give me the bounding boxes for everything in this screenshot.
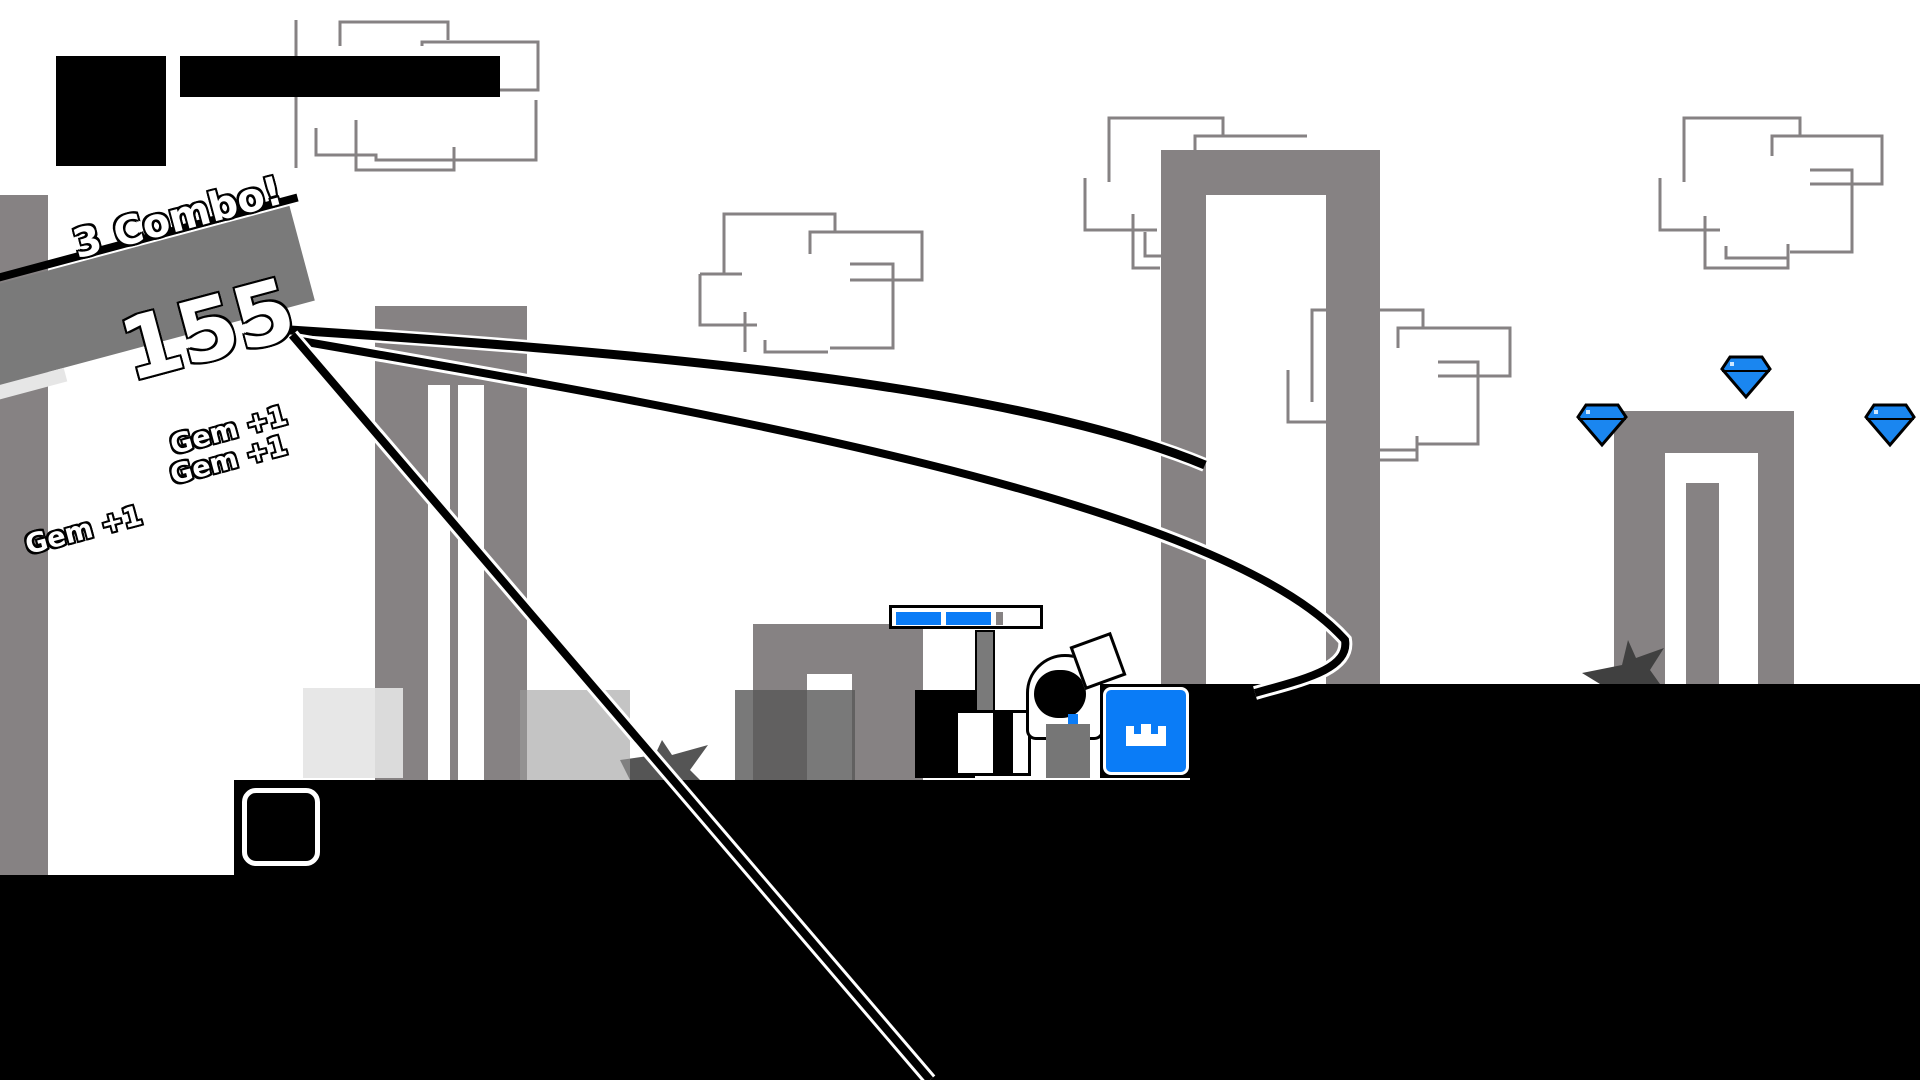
cloud-center — [698, 212, 924, 354]
cloud-big-arch-lower — [1286, 308, 1512, 462]
gem-icon — [1720, 355, 1772, 400]
gem-icon — [1576, 403, 1628, 448]
crown-block — [1100, 684, 1192, 778]
empty-block — [237, 783, 325, 871]
tower-gap — [428, 385, 450, 780]
portrait-slot — [56, 56, 166, 166]
cloud-big-arch — [1083, 116, 1307, 270]
crown-icon — [1126, 724, 1166, 746]
tower-gap-2 — [458, 385, 484, 780]
ground-upper — [1190, 684, 1920, 1080]
right-arch-post — [1686, 483, 1719, 684]
player-health-bar — [889, 605, 1043, 629]
jester-enemy — [915, 630, 1050, 780]
enemy-afterimage-dark — [735, 690, 855, 780]
cloud-top-left — [294, 20, 540, 172]
spiky-plant-icon — [1582, 640, 1664, 684]
cloud-top-right — [1658, 116, 1884, 270]
health-segment-2 — [946, 612, 991, 625]
health-segment-partial — [996, 612, 1003, 625]
name-bar — [180, 56, 500, 97]
enemy-afterimage-faint — [303, 688, 403, 778]
health-segment-1 — [896, 612, 941, 625]
gem-icon — [1864, 403, 1916, 448]
